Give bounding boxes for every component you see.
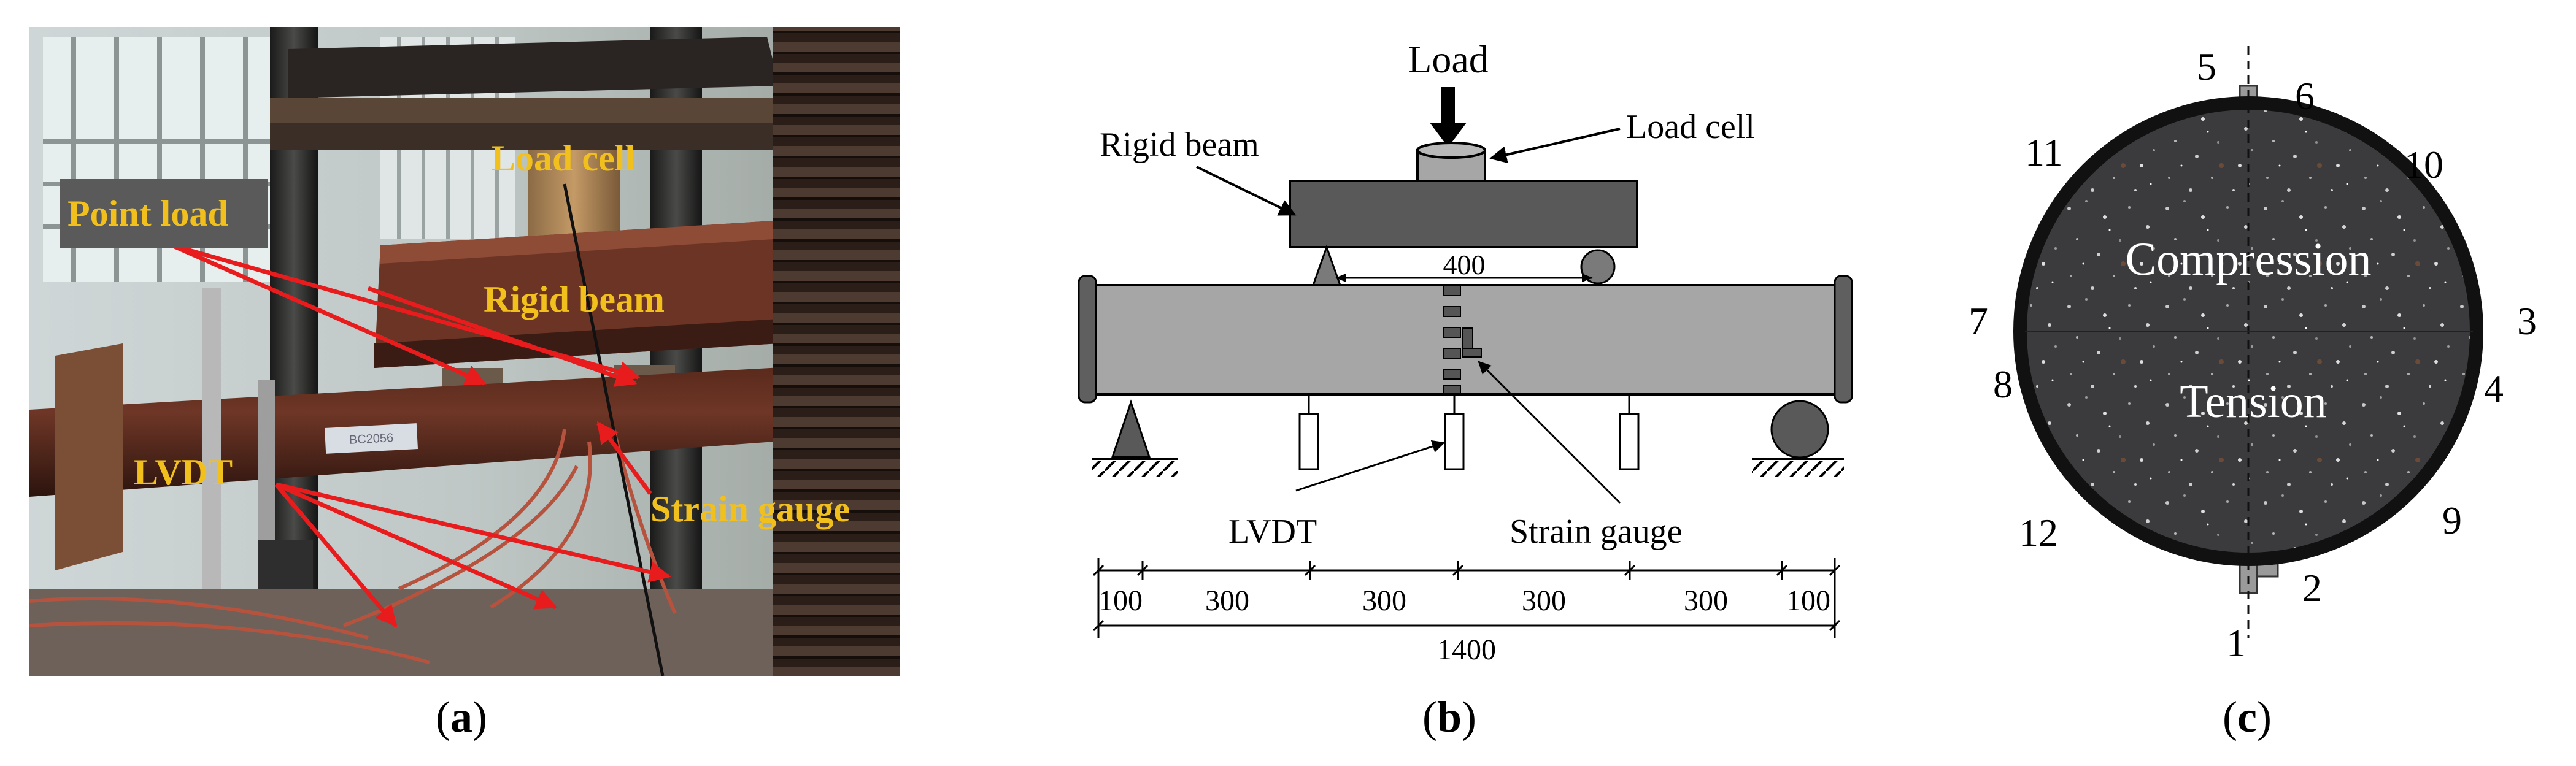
gauge-number: 12: [2019, 511, 2058, 554]
load-arrow-head: [1430, 123, 1467, 147]
photo-arrows: [171, 243, 671, 627]
label-strain-gauge-photo: Strain gauge: [650, 489, 850, 529]
label-compression: Compression: [2125, 234, 2371, 285]
caption-b: (b): [1422, 692, 1477, 741]
panel-c-cross-section: Compression Tension 1 2 3 4 5 6 7 8 9 10…: [1969, 45, 2537, 665]
label-rigid-beam-photo: Rigid beam: [484, 279, 665, 320]
label-lvdt: LVDT: [1228, 513, 1317, 551]
label-lvdt-photo: LVDT: [134, 452, 233, 492]
segment-label: 100: [1786, 584, 1830, 617]
gauge-number: 10: [2404, 143, 2443, 186]
gauge-number: 2: [2302, 566, 2322, 610]
gauge-number: 8: [1993, 362, 2013, 406]
caption-a: (a): [436, 692, 487, 741]
gauge-number: 3: [2517, 299, 2537, 343]
segment-label: 100: [1098, 584, 1143, 617]
gauge-number: 4: [2484, 367, 2504, 410]
specimen-tag-plate: [325, 423, 418, 454]
total-length-label: 1400: [1437, 634, 1496, 666]
upper-platen: [270, 123, 773, 150]
lvdt-stand-1: [202, 288, 221, 607]
rigid-beam: [1289, 180, 1638, 248]
segment-label: 300: [1362, 584, 1406, 617]
label-point-load: Point load: [67, 193, 228, 234]
segment-labels: 100 300 300 300 300 100: [1098, 584, 1830, 617]
segment-label: 300: [1205, 584, 1249, 617]
end-plate: [55, 343, 123, 570]
rigid-beam-pin: [1311, 244, 1342, 286]
gauge-number: 6: [2295, 74, 2315, 118]
label-tension: Tension: [2180, 376, 2327, 427]
label-rigid-beam: Rigid beam: [1100, 126, 1259, 164]
strain-gauges: [1443, 285, 1482, 394]
roller-support: [1770, 400, 1829, 459]
load-arrow-shaft: [1441, 87, 1455, 124]
span-label: 400: [1443, 249, 1486, 280]
pin-support: [1111, 399, 1151, 458]
panel-a-photo: BC2056 Point: [29, 27, 900, 676]
dimension-chain: [1092, 558, 1841, 638]
gauge-number: 9: [2442, 499, 2462, 542]
label-load: Load: [1408, 37, 1489, 81]
platen-side: [270, 98, 773, 123]
caption-c: (c): [2223, 692, 2272, 741]
pipe-end-right: [1834, 275, 1853, 404]
segment-label: 300: [1522, 584, 1566, 617]
gauge-numbers: 1 2 3 4 5 6 7 8 9 10 11 12: [1969, 45, 2537, 665]
label-strain-gauge: Strain gauge: [1510, 513, 1682, 551]
steel-tube-ring: [2013, 96, 2483, 566]
gauge-number: 5: [2197, 45, 2216, 88]
segment-label: 300: [1684, 584, 1728, 617]
label-load-cell: Load cell: [1626, 108, 1755, 146]
lvdt-sensors: [1298, 394, 1640, 470]
gauge-number: 7: [1969, 299, 1988, 343]
coil-column: [773, 27, 900, 676]
gauge-number: 1: [2226, 621, 2246, 665]
panel-b-schematic: Load Load cell Rigid beam 400: [1078, 37, 1853, 666]
point-load-label-box: [60, 179, 268, 248]
upper-crosshead: [288, 37, 779, 98]
label-load-cell-photo: Load cell: [491, 138, 635, 178]
gauge-number: 11: [2025, 131, 2063, 174]
specimen-tag: BC2056: [349, 431, 393, 447]
pipe-end-left: [1078, 275, 1097, 404]
